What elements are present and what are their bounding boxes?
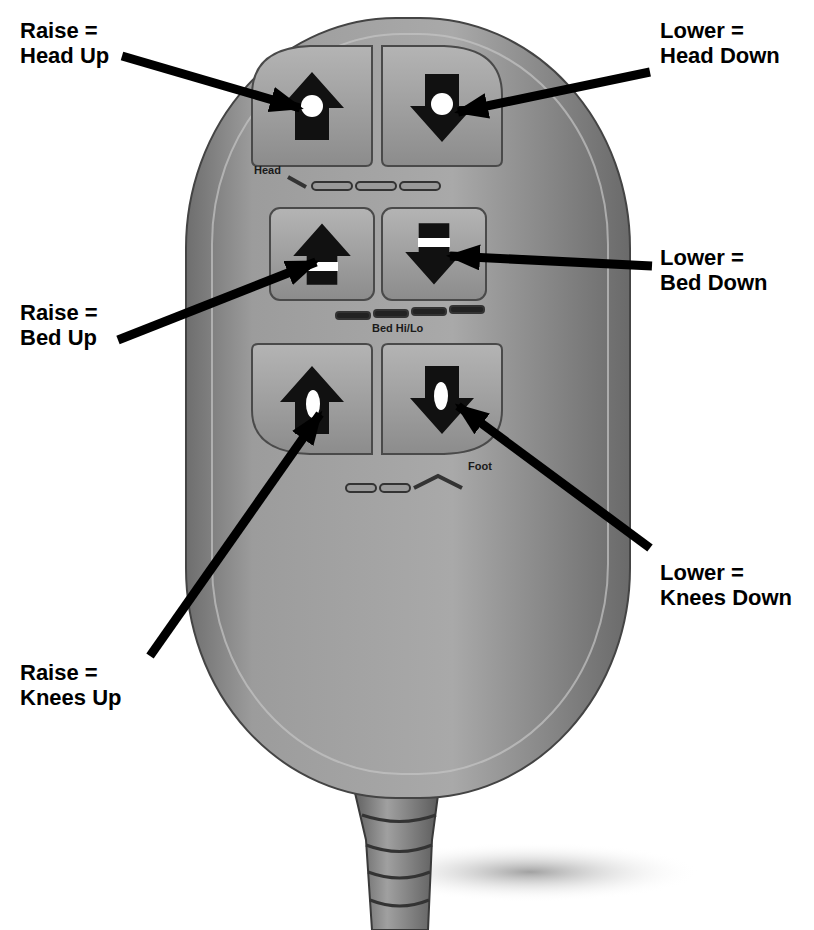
- panel-label: Head: [254, 164, 281, 176]
- callout-label: Raise = Head Up: [20, 18, 135, 69]
- callout-label: Lower = Bed Down: [660, 245, 780, 296]
- cable: [352, 780, 440, 930]
- position-indicators: [288, 177, 484, 492]
- panel-label: Foot: [468, 460, 492, 472]
- housing-highlight: [212, 34, 608, 774]
- panel-label: Bed Hi/Lo: [372, 322, 423, 334]
- callout-label: Lower = Knees Down: [660, 560, 798, 611]
- leader-arrows: [118, 56, 652, 656]
- callout-label: Raise = Bed Up: [20, 300, 130, 351]
- callout-label: Lower = Head Down: [660, 18, 788, 69]
- pendant-housing: [186, 18, 630, 798]
- callout-label: Raise = Knees Up: [20, 660, 140, 711]
- button-icons: [280, 72, 474, 434]
